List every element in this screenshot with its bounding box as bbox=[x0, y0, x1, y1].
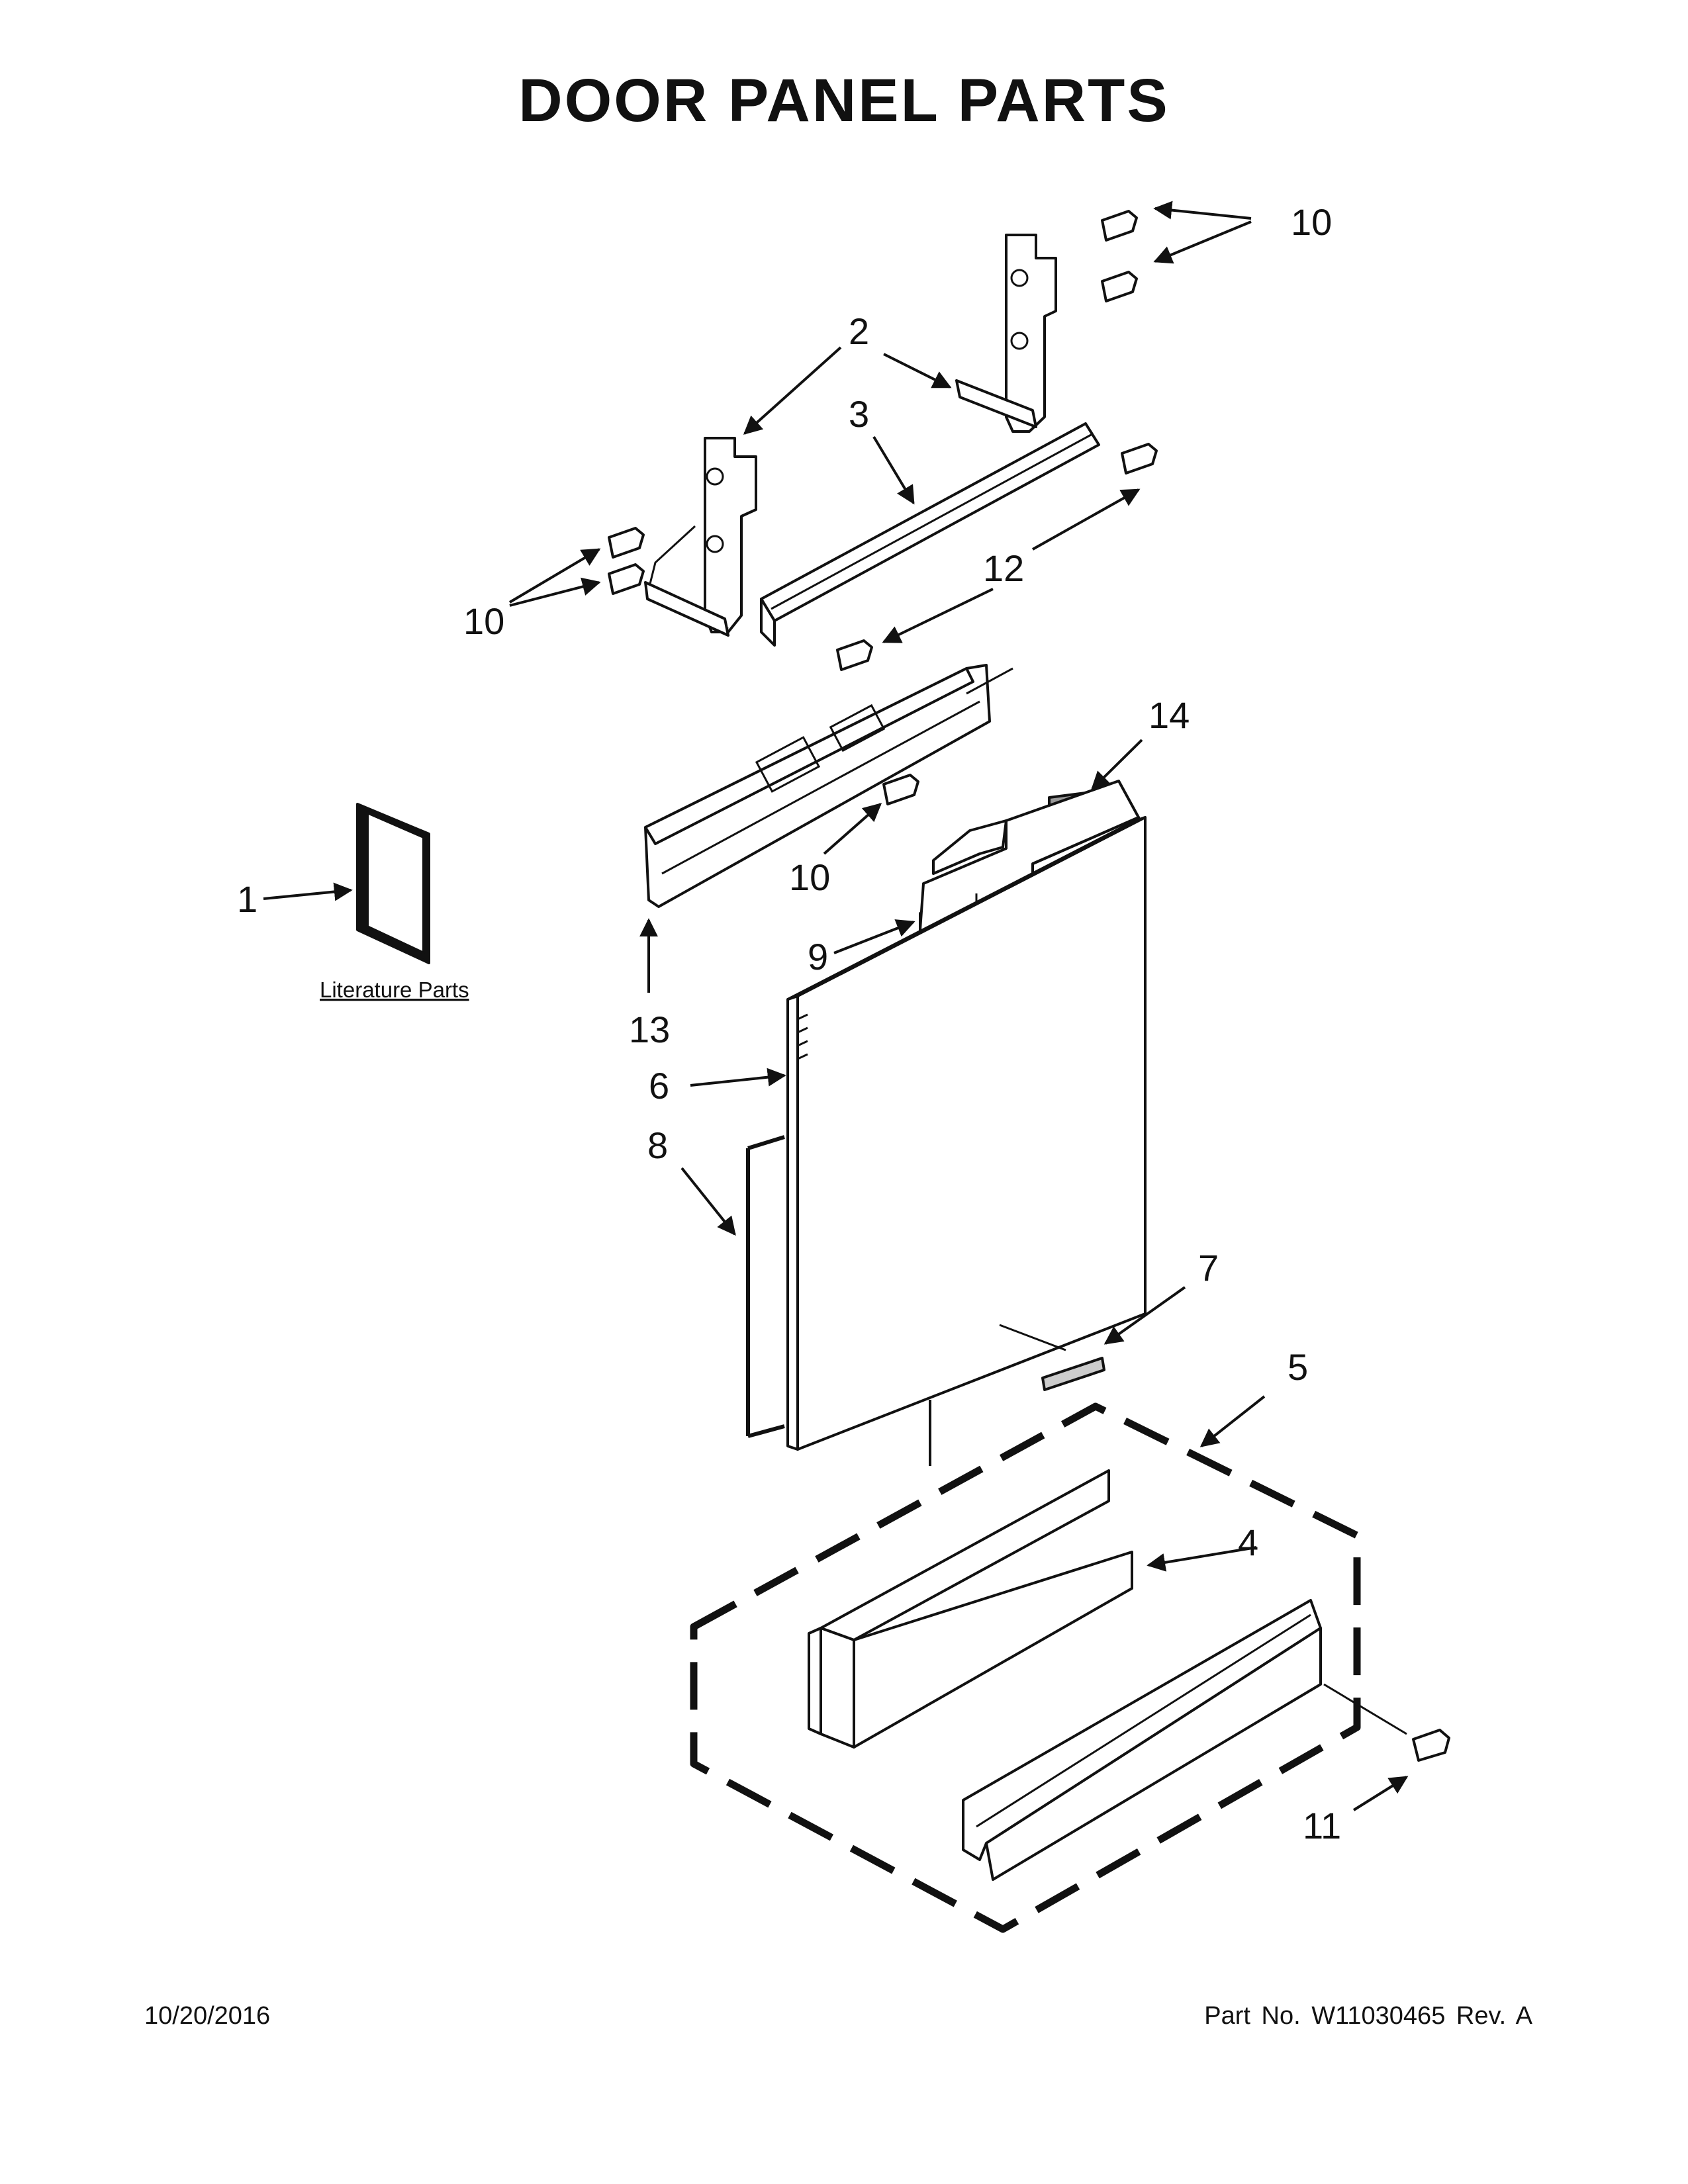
part-7-badge[interactable] bbox=[999, 1286, 1186, 1391]
part-12-screws[interactable] bbox=[836, 443, 1158, 671]
callout-12: 12 bbox=[983, 547, 1024, 589]
callout-8: 8 bbox=[647, 1124, 668, 1166]
part-10-screws-left[interactable] bbox=[508, 527, 645, 607]
part-11-screw[interactable] bbox=[1323, 1683, 1450, 1811]
callout-1: 1 bbox=[237, 878, 258, 920]
part-2-left-bracket[interactable] bbox=[644, 437, 757, 637]
footer-part-number: Part No. W11030465 Rev. A bbox=[1204, 2002, 1532, 2030]
part-8-gasket[interactable] bbox=[680, 1135, 785, 1438]
part-4-toe-panel[interactable] bbox=[808, 1469, 1257, 1749]
callout-10-left: 10 bbox=[463, 600, 504, 642]
page-title: DOOR PANEL PARTS bbox=[518, 67, 1170, 134]
callout-13: 13 bbox=[629, 1009, 670, 1050]
callout-14: 14 bbox=[1149, 694, 1190, 736]
callout-6: 6 bbox=[649, 1065, 669, 1107]
part-5-kit-outline[interactable] bbox=[690, 1395, 1361, 1933]
part-3-rail[interactable] bbox=[760, 422, 1100, 647]
literature-parts-link[interactable]: Literature Parts bbox=[320, 978, 469, 1002]
callout-11: 11 bbox=[1303, 1805, 1341, 1846]
part-6-door-panel[interactable] bbox=[786, 816, 1147, 1451]
callout-7: 7 bbox=[1198, 1247, 1219, 1289]
callout-3: 3 bbox=[849, 393, 869, 435]
callout-10-mid: 10 bbox=[789, 856, 830, 898]
part-13-console[interactable] bbox=[644, 664, 1013, 908]
callout-9: 9 bbox=[808, 936, 828, 978]
part-2-right-bracket[interactable] bbox=[955, 234, 1057, 433]
callout-2: 2 bbox=[849, 310, 869, 352]
part-1-literature[interactable] bbox=[263, 803, 430, 964]
callout-10-top: 10 bbox=[1291, 201, 1332, 243]
part-10-screw-middle[interactable] bbox=[823, 774, 919, 855]
callout-4: 4 bbox=[1238, 1522, 1258, 1563]
part-10-screws-top[interactable] bbox=[1101, 201, 1252, 302]
callout-5: 5 bbox=[1288, 1346, 1308, 1388]
footer-date: 10/20/2016 bbox=[144, 2002, 271, 2030]
kick-plate[interactable] bbox=[962, 1599, 1322, 1881]
